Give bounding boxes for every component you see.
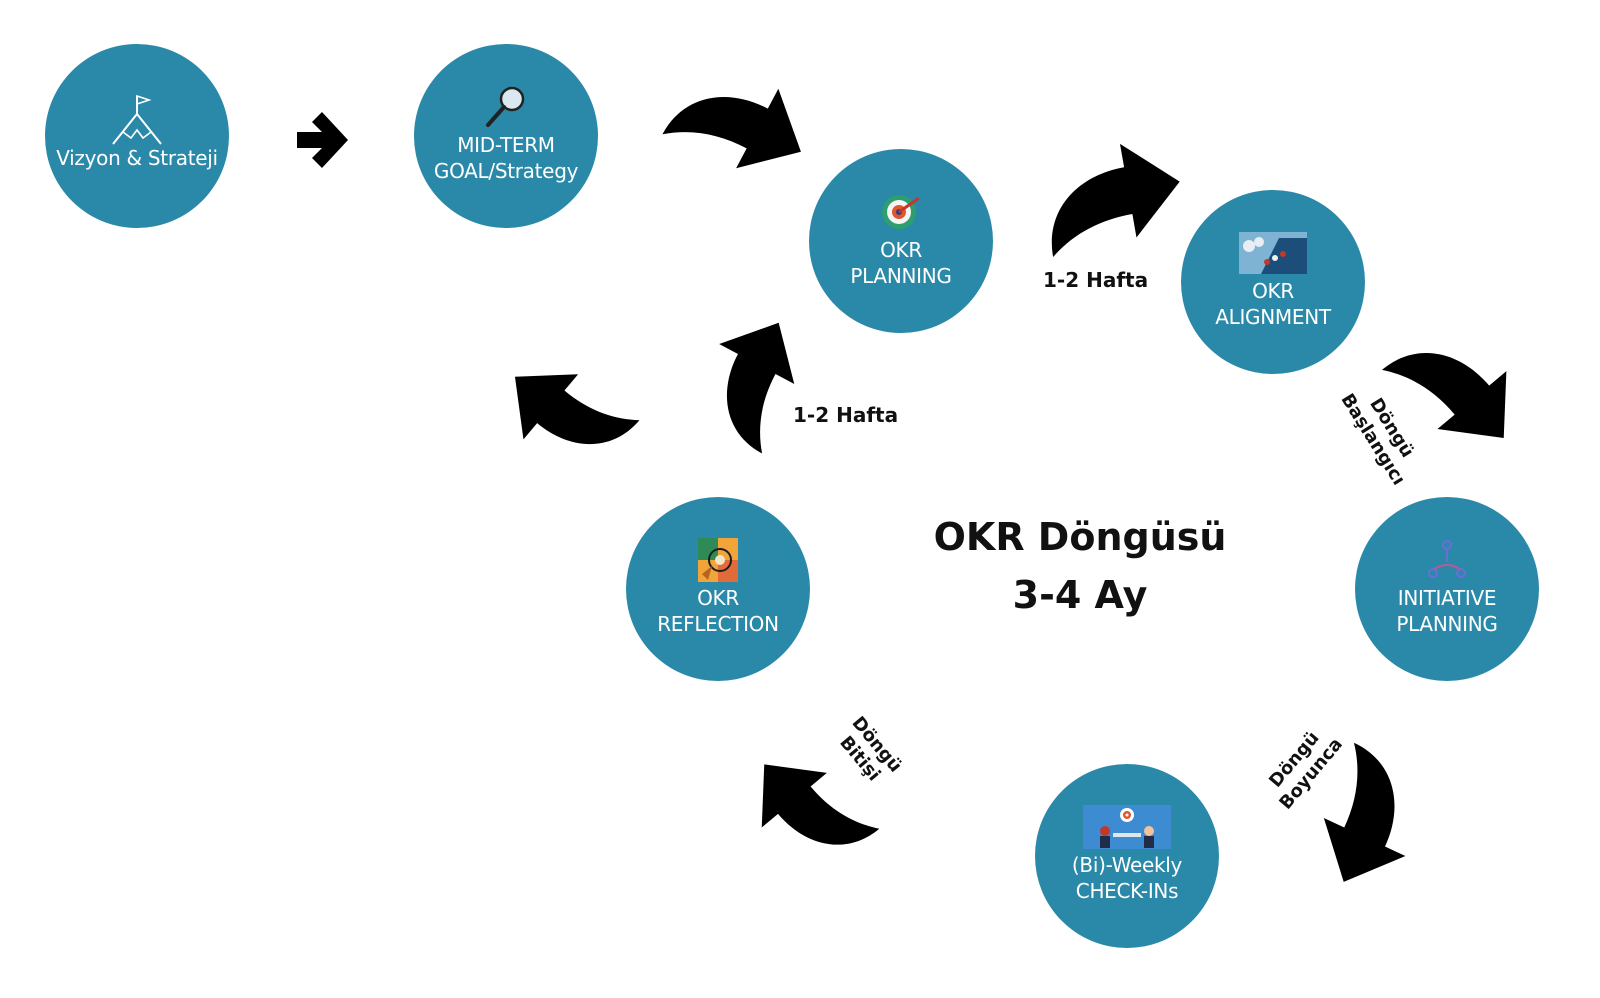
node-okr-reflection: OKR REFLECTION [626,497,810,681]
vizyon-label: Vizyon & Strateji [56,146,218,170]
reflection-label-line2: REFLECTION [657,612,779,636]
node-okr-planning: OKR PLANNING [809,149,993,333]
branch-nodes-icon [1425,540,1469,579]
curved-arrow-2-icon [1035,134,1189,257]
cycle-title: OKR Döngüsü 3-4 Ay [910,508,1250,624]
team-race-icon [1239,232,1307,274]
duration-label-top: 1-2 Hafta [1043,268,1149,292]
planning-label-line2: PLANNING [850,264,952,288]
node-vizyon-strateji: Vizyon & Strateji [45,44,229,228]
planning-label-line1: OKR [880,238,922,262]
curved-arrow-6-icon [683,302,820,454]
midterm-label-line1: MID-TERM [457,133,555,157]
magnifier-icon [484,86,528,127]
duration-label-middle: 1-2 Hafta [793,403,899,427]
alignment-label-line2: ALIGNMENT [1215,305,1331,329]
node-initiative-planning: INITIATIVE PLANNING [1355,497,1539,681]
reflection-label-line1: OKR [697,586,739,610]
alignment-label-line1: OKR [1252,279,1294,303]
target-icon [879,193,923,231]
node-bi-weekly-checkins: (Bi)-Weekly CHECK-INs [1035,764,1219,948]
initiative-label-line2: PLANNING [1396,612,1498,636]
abstract-art-icon [698,538,738,582]
curved-arrow-7-icon [487,340,640,489]
cycle-title-line2: 3-4 Ay [1012,573,1148,617]
checkins-label-line1: (Bi)-Weekly [1071,853,1183,877]
curved-arrow-1-icon [662,50,823,196]
node-okr-alignment: OKR ALIGNMENT [1181,190,1365,374]
midterm-label-line2: GOAL/Strategy [433,159,579,183]
initiative-label-line1: INITIATIVE [1397,586,1497,610]
meeting-target-icon [1083,805,1171,849]
straight-arrow-icon [297,112,348,168]
mountain-flag-icon [109,94,165,145]
checkins-label-line2: CHECK-INs [1075,879,1179,903]
cycle-title-line1: OKR Döngüsü [933,515,1227,559]
node-mid-term-goal: MID-TERM GOAL/Strategy [414,44,598,228]
